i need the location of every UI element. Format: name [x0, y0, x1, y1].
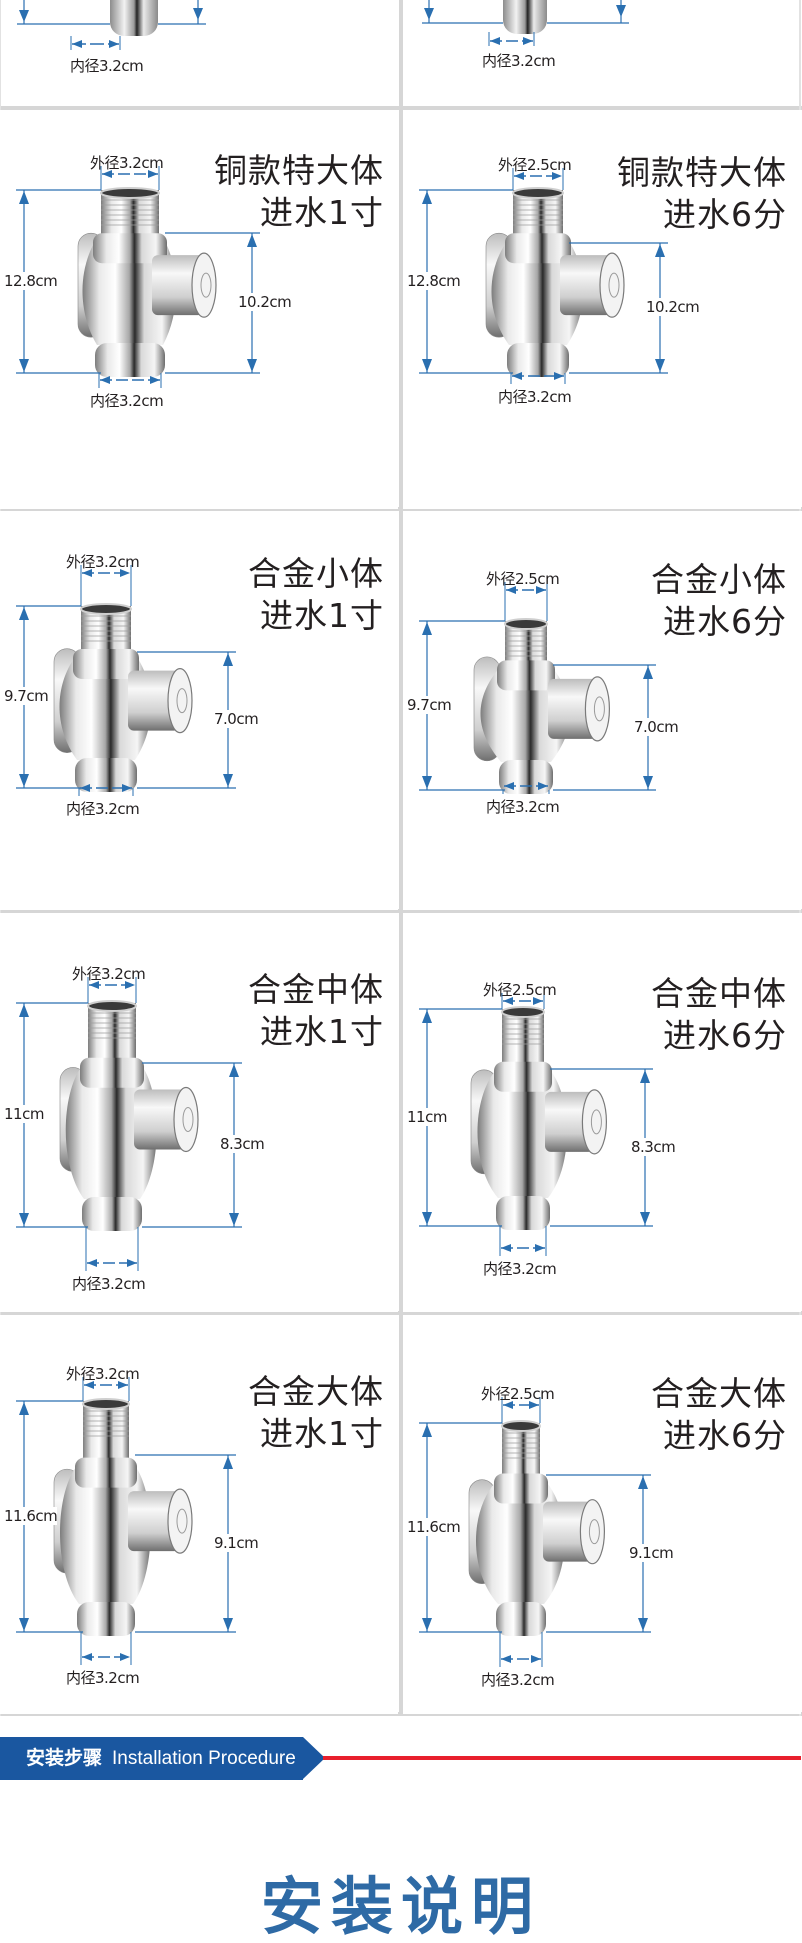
- valve-diagram-icon: [16, 166, 260, 388]
- banner-title-en: Installation Procedure: [112, 1748, 296, 1769]
- height-label: 9.7cm: [4, 687, 49, 705]
- product-cell: 合金小体 进水6分 外径2.5cm 内径3.2cm 9.7cm 7.0cm: [403, 511, 801, 910]
- product-title: 合金中体 进水6分: [651, 973, 787, 1057]
- outlet-height-label: 7.0cm: [634, 717, 679, 736]
- product-title: 铜款特大体 进水1寸: [214, 150, 384, 234]
- product-title-line2: 进水6分: [663, 1016, 787, 1055]
- product-title-line2: 进水6分: [663, 1416, 787, 1455]
- product-title: 铜款特大体 进水6分: [617, 152, 787, 236]
- product-cell: 铜款特大体 进水6分 外径2.5cm 内径3.2cm 12.8cm 10.2cm: [403, 110, 801, 509]
- product-title-line1: 合金中体: [651, 974, 787, 1013]
- outlet-height-label: 10.2cm: [238, 293, 292, 311]
- outer-diameter-label: 外径3.2cm: [66, 553, 140, 571]
- inner-diameter-label: 内径3.2cm: [486, 798, 560, 816]
- product-title-line1: 合金小体: [651, 560, 787, 599]
- product-title: 合金小体 进水6分: [651, 559, 787, 643]
- outer-diameter-label: 外径2.5cm: [486, 570, 560, 588]
- outlet-height-label: 9.1cm: [214, 1533, 259, 1552]
- column-divider: [399, 0, 403, 1716]
- height-label: 9.7cm: [407, 695, 452, 714]
- inner-diameter-label: 内径3.2cm: [66, 1669, 140, 1687]
- valve-bottom-fragment: [503, 0, 547, 34]
- inner-diameter-label: 内径3.2cm: [481, 1671, 555, 1689]
- outer-diameter-label: 外径3.2cm: [90, 154, 164, 172]
- dimension-lines-icon: [422, 0, 629, 46]
- outer-diameter-label: 外径2.5cm: [483, 981, 557, 999]
- product-title-line2: 进水6分: [663, 195, 787, 234]
- product-cell: 合金中体 进水6分 外径2.5cm 内径3.2cm 11cm 8.3cm: [403, 913, 801, 1312]
- height-label: 12.8cm: [407, 271, 461, 290]
- valve-diagram-icon: [419, 993, 653, 1256]
- product-title: 合金小体 进水1寸: [248, 553, 384, 637]
- height-label: 11.6cm: [407, 1517, 461, 1536]
- product-cell: 合金大体 进水6分 外径2.5cm 内径3.2cm 11.6cm 9.1cm: [403, 1315, 801, 1714]
- partial-cell-left: 内径3.2cm: [0, 0, 399, 106]
- product-title: 合金大体 进水1寸: [248, 1371, 384, 1455]
- inner-diameter-label: 内径3.2cm: [70, 57, 144, 75]
- product-title-line2: 进水1寸: [260, 596, 384, 635]
- outer-diameter-label: 外径3.2cm: [72, 965, 146, 983]
- valve-diagram-icon: [419, 168, 668, 384]
- inner-diameter-label: 内径3.2cm: [482, 52, 556, 70]
- product-cell: 铜款特大体 进水1寸 外径3.2cm 内径3.2cm 12.8cm 10.2cm: [0, 110, 398, 509]
- outlet-height-label: 8.3cm: [220, 1135, 265, 1153]
- banner-red-rule: [323, 1756, 801, 1760]
- product-title-line1: 铜款特大体: [214, 151, 384, 190]
- product-title-line2: 进水6分: [663, 602, 787, 641]
- dimension-lines-icon: [17, 0, 206, 50]
- valve-diagram-icon: [16, 565, 236, 796]
- product-title: 合金大体 进水6分: [651, 1373, 787, 1457]
- product-title-line2: 进水1寸: [260, 1012, 384, 1051]
- valve-diagram-icon: [419, 1397, 651, 1667]
- outer-diameter-label: 外径2.5cm: [481, 1385, 555, 1403]
- valve-bottom-fragment: [110, 0, 158, 36]
- inner-diameter-label: 内径3.2cm: [90, 392, 164, 410]
- product-title-line1: 合金大体: [248, 1372, 384, 1411]
- product-cell: 合金中体 进水1寸 外径3.2cm 内径3.2cm 11cm 8.3cm: [0, 913, 398, 1312]
- section-banner: 安装步骤 Installation Procedure: [0, 1737, 325, 1780]
- product-title-line1: 铜款特大体: [617, 153, 787, 192]
- height-label: 12.8cm: [4, 271, 58, 290]
- product-title-line1: 合金中体: [248, 970, 384, 1009]
- outlet-height-label: 9.1cm: [629, 1543, 674, 1562]
- banner-title-cn: 安装步骤: [26, 1747, 103, 1769]
- outer-diameter-label: 外径2.5cm: [498, 156, 572, 174]
- banner-arrow-icon: [303, 1737, 325, 1779]
- product-title-line2: 进水1寸: [260, 193, 384, 232]
- product-title: 合金中体 进水1寸: [248, 969, 384, 1053]
- product-title-line1: 合金大体: [651, 1374, 787, 1413]
- outlet-height-label: 7.0cm: [214, 710, 259, 728]
- inner-diameter-label: 内径3.2cm: [498, 388, 572, 406]
- inner-diameter-label: 内径3.2cm: [66, 800, 140, 818]
- outlet-height-label: 8.3cm: [631, 1137, 676, 1156]
- height-label: 11cm: [407, 1107, 447, 1126]
- partial-cell-right: 内径3.2cm: [403, 0, 800, 106]
- height-label: 11.6cm: [4, 1506, 58, 1525]
- outer-diameter-label: 外径3.2cm: [66, 1365, 140, 1383]
- product-title-line2: 进水1寸: [260, 1414, 384, 1453]
- product-cell: 合金大体 进水1寸 外径3.2cm 内径3.2cm 11.6cm 9.1cm: [0, 1315, 398, 1714]
- banner-body: [0, 1737, 303, 1780]
- valve-diagram-icon: [419, 582, 656, 794]
- product-title-line1: 合金小体: [248, 554, 384, 593]
- section-heading: 安装说明: [260, 1870, 541, 1943]
- inner-diameter-label: 内径3.2cm: [483, 1260, 557, 1278]
- height-label: 11cm: [4, 1105, 44, 1123]
- inner-diameter-label: 内径3.2cm: [72, 1275, 146, 1293]
- banner-text: 安装步骤 Installation Procedure: [26, 1737, 296, 1780]
- product-cell: 合金小体 进水1寸 外径3.2cm 内径3.2cm 9.7cm 7.0cm: [0, 511, 398, 910]
- outlet-height-label: 10.2cm: [646, 298, 700, 316]
- valve-diagram-icon: [16, 977, 242, 1271]
